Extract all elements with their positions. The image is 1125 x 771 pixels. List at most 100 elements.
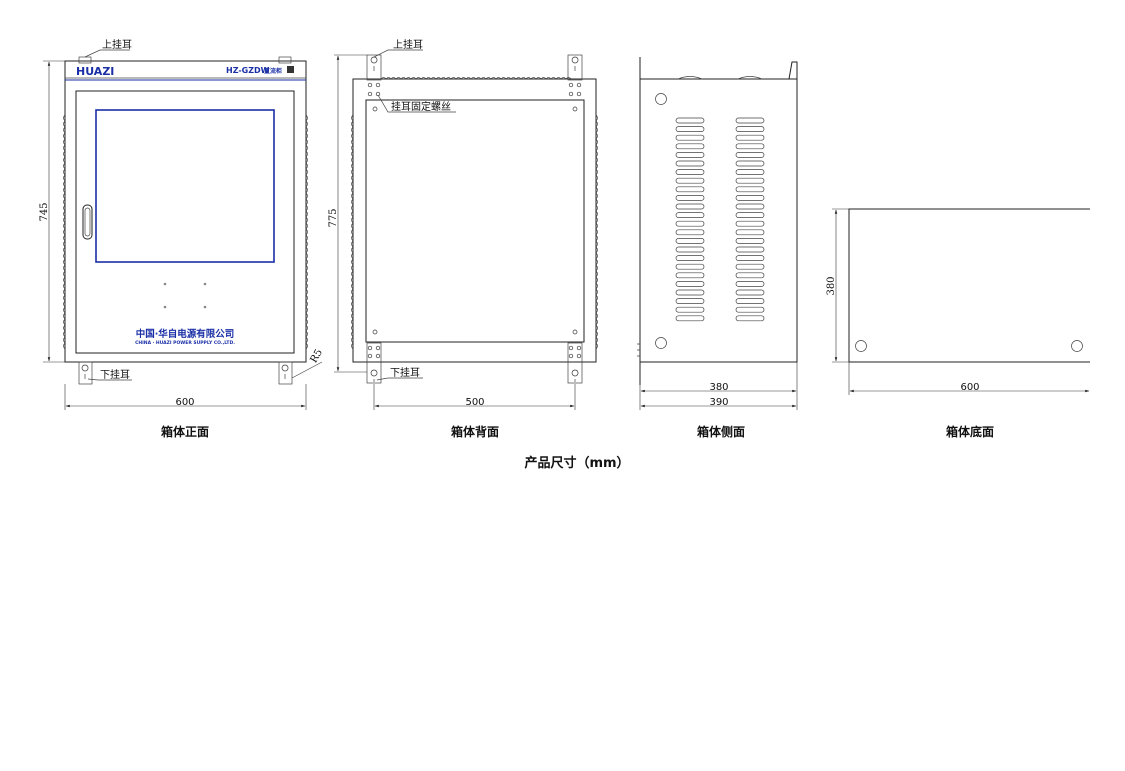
brand-logo-text: HUAZI [76,65,114,78]
side-hole-top [655,93,667,105]
louver-slot [735,272,765,279]
louver-slot [675,195,705,201]
back-upper-ear-left [366,54,382,81]
back-cabinet-body [352,78,597,363]
louver-slot [735,306,765,313]
back-lower-ear-label: 下挂耳 [390,366,420,379]
louver-slot [735,315,765,322]
viewing-window [95,109,275,263]
model-suffix-text: 直流柜 [264,67,282,75]
back-panel [365,99,585,343]
front-caption: 箱体正面 [161,424,209,439]
front-lower-ear-left [78,361,93,385]
front-width-dim: 600 [175,397,194,408]
side-depth-inner-dim: 380 [709,382,728,393]
side-caption: 箱体侧面 [697,424,745,439]
louver-slot [675,315,705,322]
bottom-height-dim: 380 [826,276,837,295]
louver-slot [735,169,765,175]
louver-slot [735,195,765,201]
louver-slot [735,134,765,141]
louver-slot [675,281,705,287]
louver-slot [735,152,765,158]
back-height-dim: 775 [328,208,339,227]
louver-slot [735,246,765,253]
indicator-dot [163,282,167,286]
louver-slot [675,126,705,132]
ear-fix-screw-label: 挂耳固定螺丝 [391,100,451,113]
louver-slot [675,203,705,210]
front-upper-ear-right [278,56,292,64]
louver-slot [735,203,765,210]
back-caption: 箱体背面 [451,424,499,439]
bottom-cabinet-outline [848,208,1090,363]
back-right-vents [595,114,598,350]
radius-label: R5 [309,347,325,365]
louver-slot [675,246,705,253]
louver-slot [675,177,705,184]
side-louvers [675,117,765,322]
bottom-width-dim: 600 [960,382,979,393]
bottom-view: 380 600 箱体底面 [826,208,1090,439]
louver-slot [675,220,705,227]
louver-slot [735,117,765,124]
louver-slot [675,117,705,124]
front-left-vents [63,114,66,350]
side-top-flange [788,61,798,80]
back-left-vents [351,114,354,350]
back-view: 上挂耳 挂耳固定螺丝 下挂耳 775 500 箱体背面 [328,38,598,439]
front-upper-ear-left [78,56,92,64]
side-depth-outer-dim: 390 [709,397,728,408]
louver-slot [735,298,765,304]
side-view: 380 390 箱体侧面 [637,57,798,439]
front-lower-ear-label: 下挂耳 [100,368,130,381]
louver-slot [675,169,705,175]
indicator-dot [203,282,207,286]
louver-slot [675,134,705,141]
louver-slot [675,272,705,279]
bottom-hole-right [1071,340,1083,352]
door-handle [82,204,93,240]
indicator-dot [163,305,167,309]
drawing-title: 产品尺寸（mm） [524,455,629,471]
side-cabinet-body [639,78,798,363]
louver-slot [675,255,705,261]
louver-slot [675,160,705,167]
louver-slot [675,298,705,304]
louver-slot [675,238,705,244]
back-upper-ear-label: 上挂耳 [393,38,423,51]
bottom-hole-left [855,340,867,352]
louver-slot [675,229,705,236]
ear-fix-screws [367,82,582,359]
louver-slot [735,160,765,167]
company-name-en: CHINA · HUAZI POWER SUPPLY CO.,LTD. [135,340,235,346]
front-height-dim: 745 [39,202,50,221]
front-cabinet-body [64,60,307,363]
front-view: HUAZI HZ-GZDW 直流柜 中国·华自电源有限公司 CHINA · HU… [39,38,325,439]
louver-slot [675,143,705,150]
back-width-dim: 500 [465,397,484,408]
louver-slot [735,212,765,218]
back-lower-ear-right [567,342,583,384]
louver-slot [675,263,705,270]
louver-slot [735,263,765,270]
louver-slot [735,126,765,132]
louver-slot [675,186,705,193]
louver-slot [735,177,765,184]
louver-slot [675,212,705,218]
indicator-dot [203,305,207,309]
front-upper-ear-label: 上挂耳 [102,38,132,51]
qr-code-icon [287,66,294,73]
front-door [75,90,295,354]
bottom-caption: 箱体底面 [946,424,994,439]
back-upper-ear-right [567,54,583,81]
louver-slot [735,289,765,296]
front-lower-ear-right [278,361,293,385]
louver-slot [735,220,765,227]
louver-slot [675,289,705,296]
louver-slot [675,152,705,158]
back-lower-ear-left [366,342,382,384]
louver-slot [735,255,765,261]
model-text: HZ-GZDW [226,66,270,75]
